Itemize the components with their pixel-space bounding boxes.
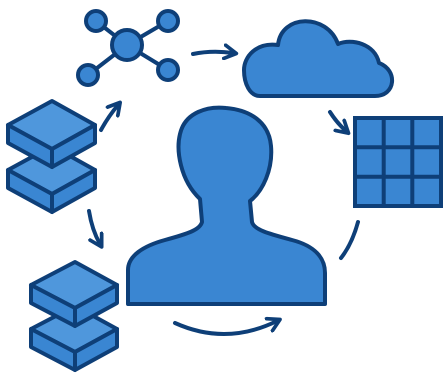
- grid-table-icon: [353, 116, 443, 208]
- arrow-db-to-db: [87, 209, 100, 244]
- arrow-db-to-network: [99, 105, 118, 132]
- database-stack-icon: [6, 99, 97, 214]
- arrow-network-to-cloud: [191, 52, 233, 54]
- database-stack-icon: [29, 260, 119, 372]
- cloud-icon: [242, 19, 395, 98]
- network-node-icon: [76, 9, 180, 87]
- arrow-bottom-curve: [173, 321, 277, 336]
- arrow-cloud-to-grid: [328, 110, 346, 131]
- user-icon: [126, 105, 327, 306]
- arrow-grid-curve: [339, 220, 360, 260]
